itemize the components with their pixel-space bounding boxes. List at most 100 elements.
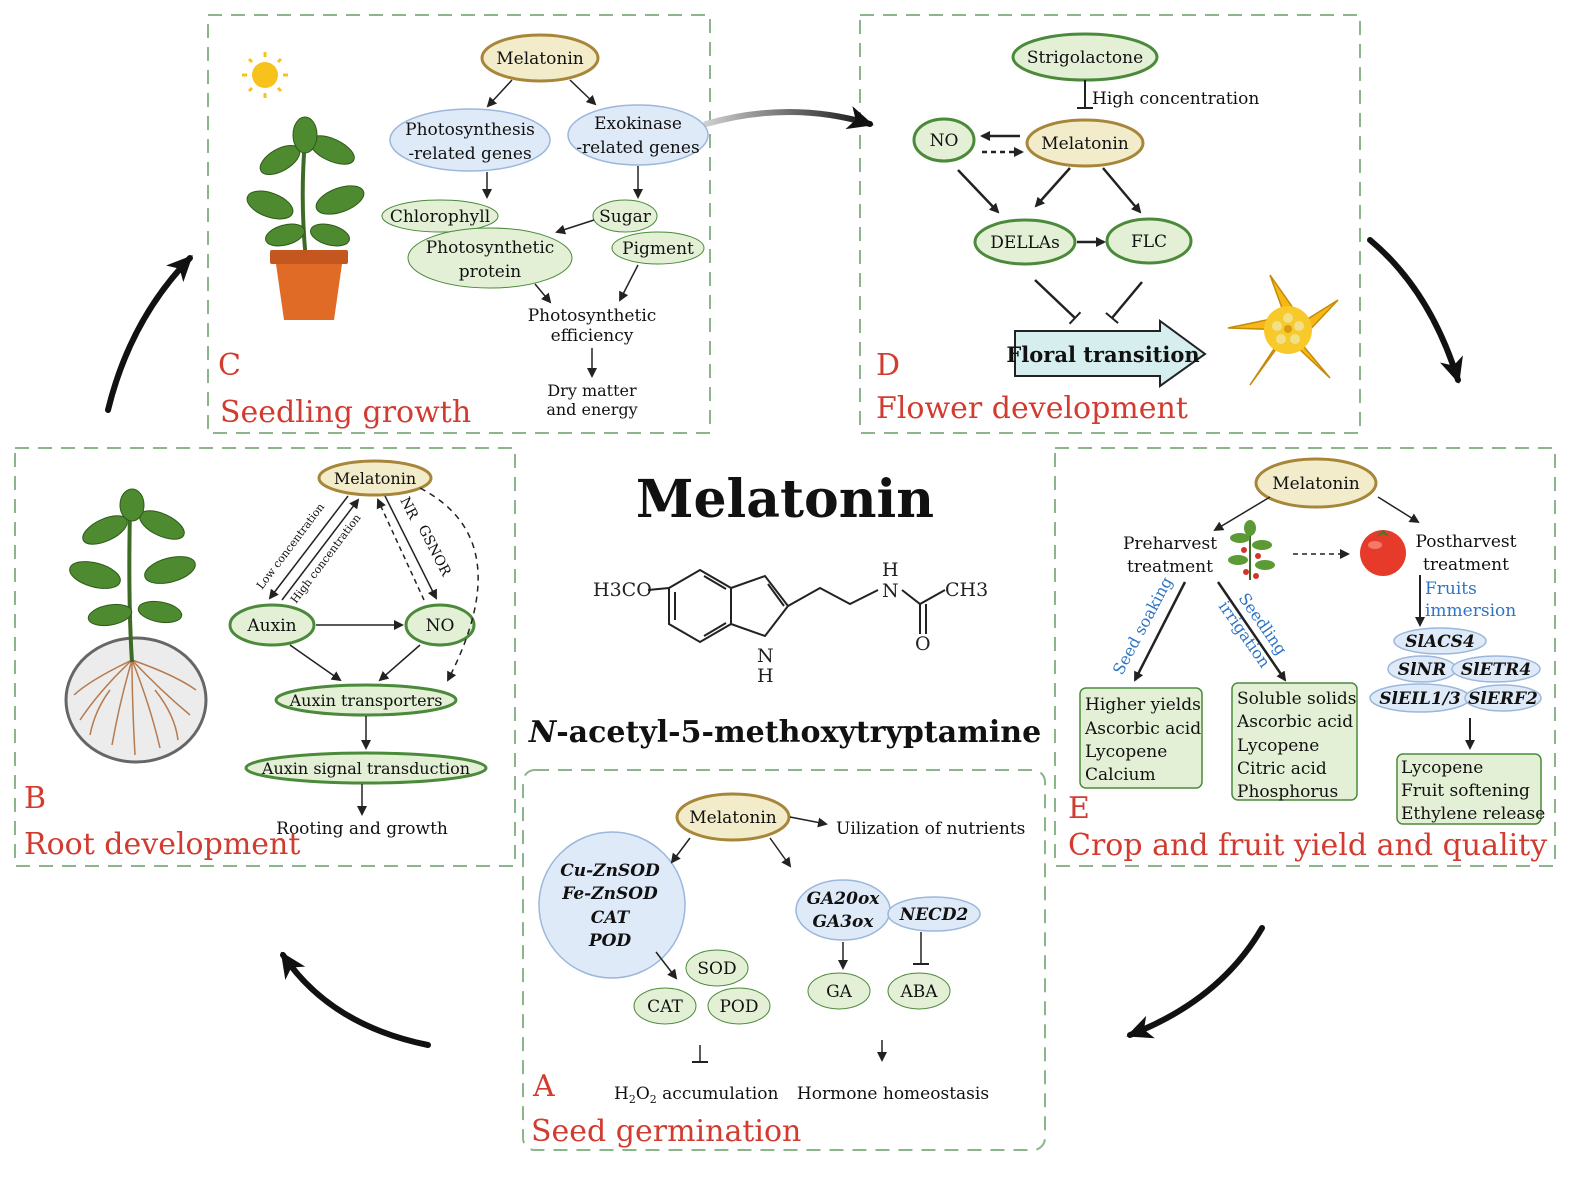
flower-icon: [1227, 274, 1339, 386]
chem-name-rest: -acetyl-5-methoxytryptamine: [556, 715, 1041, 750]
box1-line: Calcium: [1085, 765, 1156, 785]
aba-node: [887, 972, 951, 1010]
panel-c-arrows: [482, 79, 643, 378]
box1-line: Higher yields: [1085, 695, 1201, 715]
auxin-node: [228, 603, 316, 647]
gsnor-label: GSNOR: [414, 523, 453, 580]
arrow-a-to-b: [280, 951, 431, 1048]
formula-nh: N: [882, 580, 899, 602]
panel-borders: [14, 14, 1556, 1151]
chlorophyll-node: [381, 199, 499, 233]
antioxidant-gene-label: POD: [588, 931, 632, 951]
floral-transition-label: Floral transition: [1006, 342, 1199, 367]
h2o2-sub1: 2: [629, 1093, 636, 1106]
box2-line: Citric acid: [1237, 759, 1327, 779]
panel-e-title: Crop and fruit yield and quality: [1068, 828, 1547, 863]
photosynthesis-genes-node: [389, 108, 551, 172]
cat-label: CAT: [647, 997, 683, 1017]
panel-c-melatonin-node: [480, 33, 600, 83]
photosynthesis-genes-label-2: -related genes: [408, 144, 531, 164]
panel-a-title: Seed germination: [531, 1114, 801, 1149]
dry-matter-label-1: Dry matter: [547, 381, 637, 400]
auxin-signal-node: [244, 751, 488, 785]
panel-e-melatonin-node: [1254, 457, 1378, 509]
panel-d-high-conc: High concentration: [1092, 89, 1259, 109]
formula-n-ring: N: [757, 645, 774, 667]
auxin-transporters-label: Auxin transporters: [289, 691, 443, 710]
pigment-node: [611, 231, 705, 265]
tomato-plant-icon: [1228, 520, 1275, 580]
box2-line: Lycopene: [1237, 736, 1319, 756]
photosynthesis-genes-label-1: Photosynthesis: [405, 120, 535, 140]
gene-label: SlERF2: [1468, 689, 1538, 709]
h2o2-pre: H: [614, 1084, 629, 1104]
efficiency-label-1: Photosynthetic: [528, 306, 657, 326]
antioxidant-gene-label: CAT: [591, 908, 631, 928]
postharvest-label-2: treatment: [1423, 555, 1509, 575]
panel-b-melatonin-label: Melatonin: [334, 469, 416, 488]
panel-d-melatonin-label: Melatonin: [1041, 134, 1128, 154]
photosynthetic-protein-label-1: Photosynthetic: [426, 238, 555, 258]
panel-a-letter: A: [532, 1069, 555, 1104]
chemical-name: N-acetyl-5-methoxytryptamine: [528, 715, 1041, 750]
postharvest-label-1: Postharvest: [1416, 532, 1517, 552]
seed-soaking-label: Seed soaking: [1109, 574, 1176, 678]
postharvest-box: [1396, 753, 1542, 825]
formula-o: O: [915, 633, 931, 655]
panel-d-arrows: [957, 131, 1143, 325]
panel-a-melatonin-label: Melatonin: [689, 808, 776, 828]
photosynthetic-protein-node: [407, 227, 573, 289]
gene-label: SlEIL1/3: [1379, 689, 1461, 709]
formula-h3co: H3CO: [593, 579, 652, 601]
box3-line: Ethylene release: [1401, 804, 1545, 824]
chlorophyll-label: Chlorophyll: [390, 207, 490, 227]
box2-line: Phosphorus: [1237, 782, 1338, 802]
tomato-icon: [1360, 530, 1406, 576]
ga-label: GA: [826, 982, 853, 1002]
box3-lines: Lycopene Fruit softening Ethylene releas…: [1401, 758, 1545, 824]
box1-lines: Higher yields Ascorbic acid Lycopene Cal…: [1084, 695, 1201, 785]
sugar-label: Sugar: [599, 207, 652, 227]
sod-label: SOD: [697, 959, 736, 979]
arrow-c-to-d: [703, 106, 874, 130]
panel-a-border: [522, 769, 1046, 1151]
arrow-b-to-c: [105, 255, 193, 413]
efficiency-label-2: efficiency: [551, 326, 634, 346]
cat-node: [633, 987, 697, 1025]
panel-c-title: Seedling growth: [220, 395, 471, 430]
sod-node: [685, 949, 749, 987]
box2-lines: Soluble solids Ascorbic acid Lycopene Ci…: [1236, 689, 1357, 802]
auxin-signal-label: Auxin signal transduction: [261, 759, 470, 778]
chem-name-italic: N: [528, 715, 558, 750]
dellas-label: DELLAs: [990, 233, 1060, 253]
center-section: Melatonin H3CO N H CH3 O N H N-acetyl-5: [528, 469, 1041, 750]
antioxidant-gene-label: Fe-ZnSOD: [561, 884, 658, 904]
fruits-immersion-label-1: Fruits: [1425, 579, 1477, 599]
panel-b-no-node: [404, 603, 476, 647]
sugar-node: [592, 199, 658, 233]
panel-e-arrows: [1133, 496, 1475, 750]
melatonin-structure: [647, 568, 946, 644]
panel-c-melatonin-label: Melatonin: [496, 49, 583, 69]
necd2-label: NECD2: [899, 905, 969, 925]
hormone-homeostasis-label: Hormone homeostasis: [797, 1084, 989, 1104]
pod-node: [707, 987, 771, 1025]
panel-c: Melatonin Photosynthesis -related genes …: [218, 33, 709, 430]
h2o2-label: H2O2 accumulation: [614, 1084, 778, 1106]
pod-label: POD: [719, 997, 758, 1017]
panel-b-letter: B: [24, 781, 46, 816]
panel-d-no-label: NO: [930, 131, 959, 151]
formula-ch3: CH3: [945, 579, 988, 601]
formula-h-ring: H: [757, 665, 774, 687]
panel-a-melatonin-node: [675, 792, 791, 842]
panel-b: Melatonin Auxin NO Auxin transporters Au…: [24, 459, 488, 862]
exokinase-genes-node: [567, 104, 709, 166]
pigment-label: Pigment: [622, 239, 694, 259]
nr-label: NR: [396, 495, 421, 523]
panel-b-melatonin-node: [317, 459, 433, 497]
preharvest-box-soaking: [1079, 687, 1203, 789]
dellas-node: [973, 218, 1077, 266]
auxin-label: Auxin: [246, 616, 296, 636]
photosynthetic-protein-label-2: protein: [459, 262, 522, 282]
